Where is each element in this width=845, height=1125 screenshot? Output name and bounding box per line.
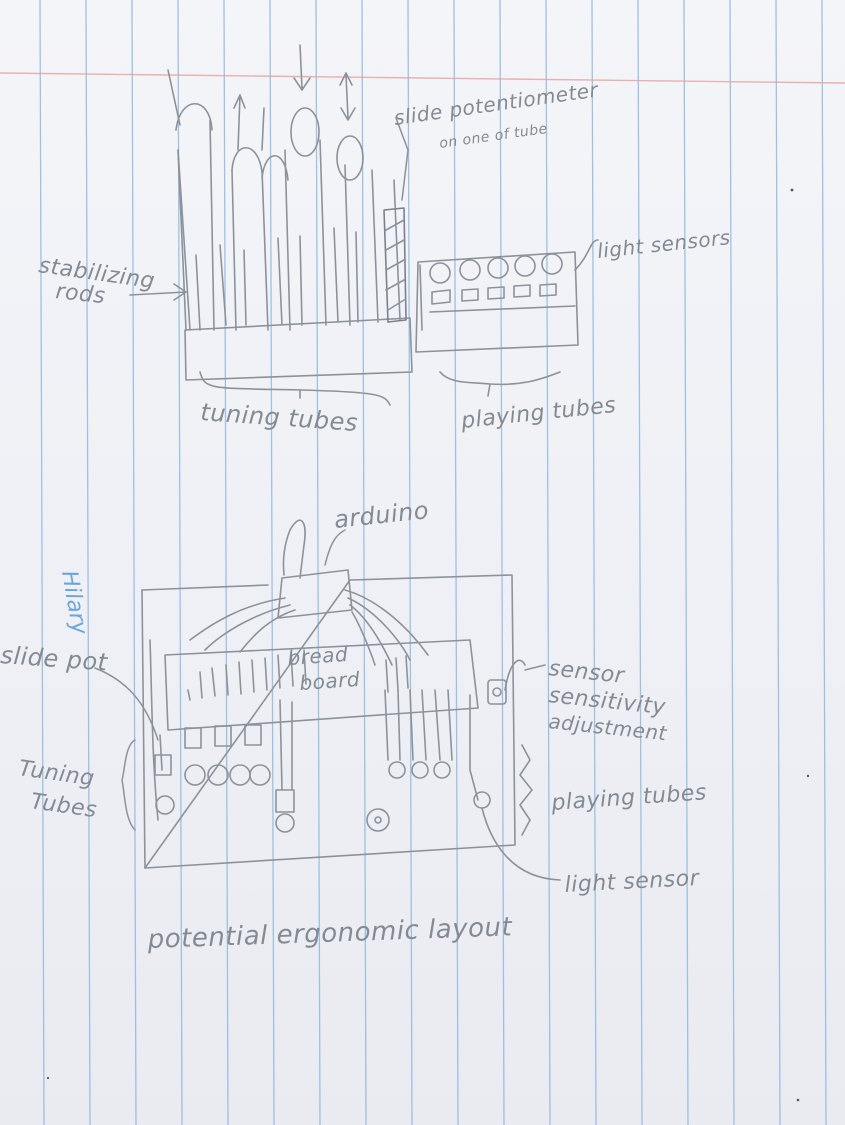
stabilizing-rods-label-2: rods: [54, 279, 106, 309]
slide-pot-leader: [395, 117, 409, 201]
tuning-tubes-label-bottom-1: Tuning: [17, 756, 96, 791]
slide-pot-label-1: slide potentiometer: [392, 77, 601, 130]
margin-line: [0, 72, 845, 84]
bread-board-label-2: board: [299, 667, 361, 695]
speck: [46, 1076, 50, 1080]
sensor-leader: [524, 664, 546, 671]
light-sensor-label: light sensor: [564, 866, 701, 898]
ruled-lines: [39, 0, 827, 1125]
slide-pot-label-bottom: slide pot: [0, 641, 110, 676]
playing-tubes-label-bottom: playing tubes: [550, 780, 708, 816]
tuning-tubes-drawing: [167, 44, 413, 406]
ergonomic-layout-drawing: [141, 519, 561, 881]
arduino-leader: [324, 529, 346, 566]
arduino-label: arduino: [333, 496, 430, 534]
bread-board-label-1: bread: [287, 642, 349, 670]
speck: [806, 774, 810, 778]
speck: [796, 1098, 800, 1102]
tuning-tubes-label: tuning tubes: [200, 398, 359, 437]
playing-tubes-drawing: [415, 239, 599, 397]
speck: [790, 188, 794, 192]
stabilizing-rods-arrow: [129, 283, 187, 301]
tuning-tubes-brace: [121, 739, 136, 831]
margin-note: Hilary: [56, 569, 92, 638]
slide-pot-leader-bottom: [94, 667, 159, 741]
light-sensors-label: light sensors: [596, 225, 732, 263]
